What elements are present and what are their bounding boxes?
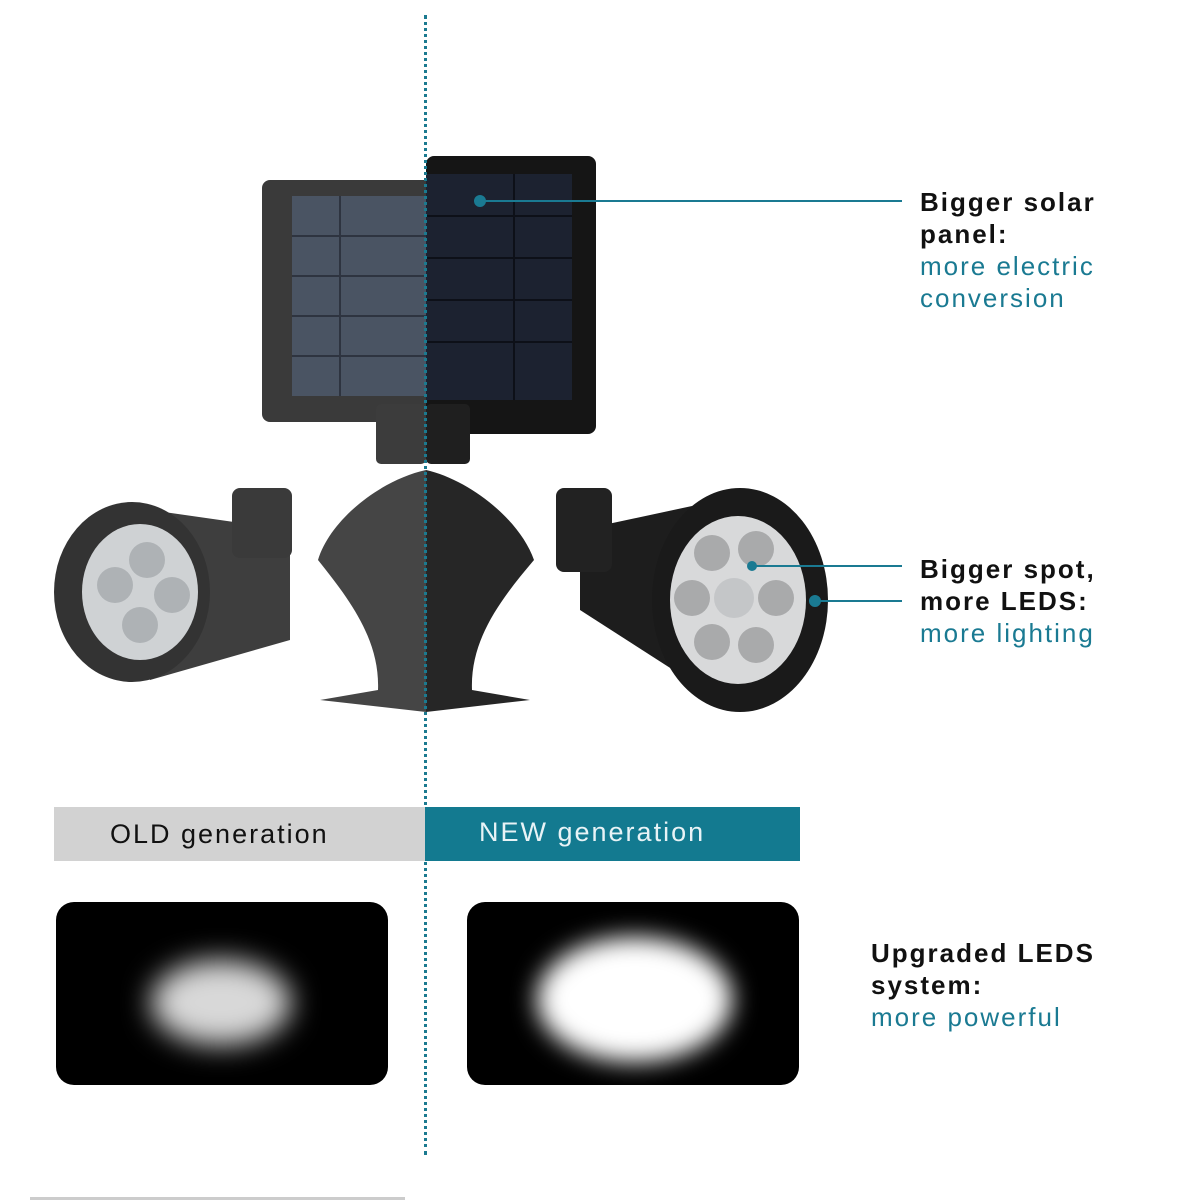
old-panel-mount xyxy=(376,404,426,464)
callout-solar-panel: Bigger solar panel: more electric conver… xyxy=(920,186,1180,314)
callout-subtext: more electric conversion xyxy=(920,251,1095,313)
bottom-rule xyxy=(30,1197,405,1200)
new-beam-preview xyxy=(467,902,799,1085)
new-led-cluster xyxy=(674,531,794,663)
new-generation-label: NEW generation xyxy=(425,807,800,861)
new-panel-mount xyxy=(426,404,470,464)
callout-heading: Bigger solar panel: xyxy=(920,187,1096,249)
old-body xyxy=(318,470,426,712)
new-panel-cells xyxy=(426,174,572,400)
old-spot-joint xyxy=(232,488,292,558)
old-panel-grid xyxy=(292,196,432,396)
callout-heading: Upgraded LEDS system: xyxy=(871,938,1095,1000)
callout-spot: Bigger spot, more LEDS: more lighting xyxy=(920,553,1150,649)
old-spot-lens xyxy=(82,524,198,660)
callout-subtext: more powerful xyxy=(871,1002,1062,1032)
callout-leds: Upgraded LEDS system: more powerful xyxy=(871,937,1141,1033)
old-led-cluster xyxy=(97,542,190,643)
old-panel-cells xyxy=(292,196,432,396)
old-beam-glow xyxy=(151,960,291,1045)
comparison-divider xyxy=(424,15,427,1155)
solar-light-illustration xyxy=(54,156,902,712)
callout-subtext: more lighting xyxy=(920,618,1095,648)
new-panel-grid xyxy=(426,174,572,400)
callout-heading: Bigger spot, more LEDS: xyxy=(920,554,1096,616)
old-generation-label: OLD generation xyxy=(54,807,425,861)
callout-leader-lines xyxy=(474,195,902,607)
new-spot-joint xyxy=(556,488,612,572)
new-beam-glow xyxy=(537,937,732,1062)
old-beam-preview xyxy=(56,902,388,1085)
new-body xyxy=(426,470,534,712)
